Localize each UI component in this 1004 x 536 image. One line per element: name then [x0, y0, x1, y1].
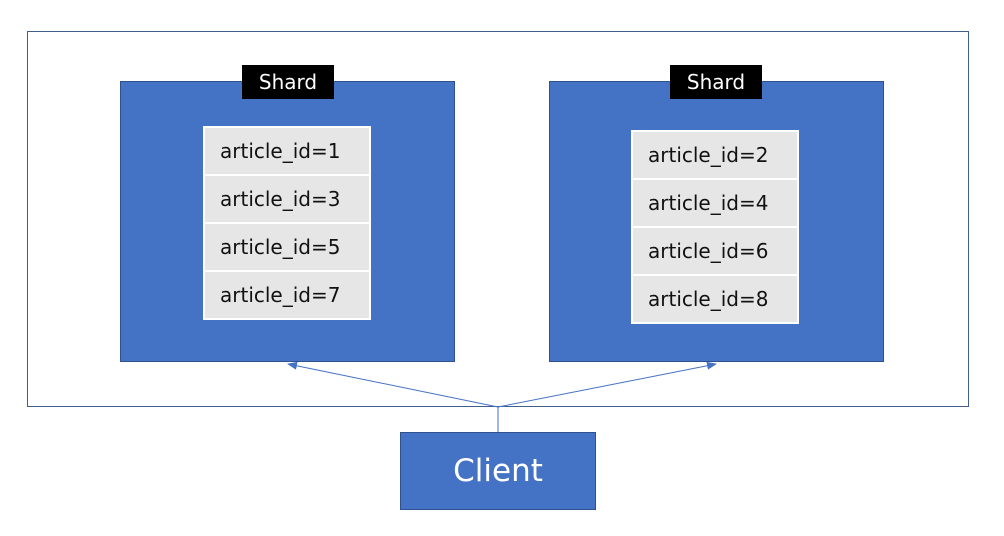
arrow-to-shard-1 — [287, 361, 499, 408]
record-item: article_id=3 — [205, 176, 369, 222]
client-box: Client — [400, 432, 596, 510]
record-item: article_id=2 — [633, 132, 797, 178]
record-item: article_id=5 — [205, 224, 369, 270]
record-item: article_id=7 — [205, 272, 369, 318]
record-item: article_id=1 — [205, 128, 369, 174]
arrow-to-shard-2 — [497, 361, 717, 408]
record-item: article_id=6 — [633, 228, 797, 274]
shard-1-label: Shard — [242, 65, 334, 99]
shard-1-record-list: article_id=1 article_id=3 article_id=5 a… — [203, 126, 371, 320]
shard-2-record-list: article_id=2 article_id=4 article_id=6 a… — [631, 130, 799, 324]
record-item: article_id=8 — [633, 276, 797, 322]
shard-2-label: Shard — [670, 65, 762, 99]
record-item: article_id=4 — [633, 180, 797, 226]
